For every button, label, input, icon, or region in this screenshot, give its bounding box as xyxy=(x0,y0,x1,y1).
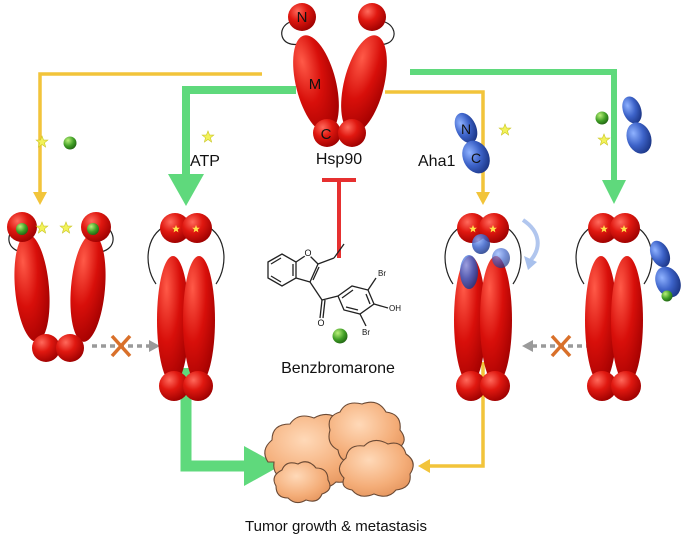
green-arrowhead-left xyxy=(168,174,204,206)
aha1-c-label: C xyxy=(471,150,481,166)
aha1-cochaperone: N C xyxy=(454,112,490,174)
atp-star-icon xyxy=(201,130,215,143)
aha1-n-label: N xyxy=(461,121,471,137)
green-arrow-to-tumor xyxy=(180,368,248,472)
atp-label: ATP xyxy=(190,153,220,170)
blocked-transition-right xyxy=(522,334,588,358)
atp-star-icon xyxy=(597,133,611,146)
aha1-label: Aha1 xyxy=(418,153,455,170)
inhibitor-sphere-icon xyxy=(87,223,99,235)
inhibitor-sphere-icon xyxy=(16,223,28,235)
benzbromarone-label: Benzbromarone xyxy=(281,360,395,377)
hsp90-aha1-closed-dimer xyxy=(444,212,540,402)
inhibitor-sphere-icon xyxy=(595,111,609,125)
atp-star-icon xyxy=(498,123,512,136)
domain-n-label: N xyxy=(297,9,308,26)
domain-c-label: C xyxy=(321,126,332,143)
benzbromarone-atom-labels: O O O Br OH Br xyxy=(303,247,401,338)
tumor-cluster-icon xyxy=(264,401,414,504)
yellow-arrowhead-right xyxy=(476,192,490,205)
hsp90-inhibited-dimer xyxy=(7,212,114,362)
hsp90-open-dimer: N M C xyxy=(281,3,395,147)
inhibitor-sphere-icon xyxy=(63,136,77,150)
yellow-arrowhead-left xyxy=(33,192,47,205)
domain-m-label: M xyxy=(309,76,322,93)
benzbromarone-sphere-icon xyxy=(332,328,348,344)
hsp90-aha1-inhibited-dimer xyxy=(575,212,653,402)
hsp90-label: Hsp90 xyxy=(316,151,362,168)
aha1-free-icon xyxy=(622,96,652,154)
yellow-arrow-to-tumor xyxy=(428,362,485,468)
green-arrowhead-tumor xyxy=(244,446,280,486)
aha1-displaced-icon xyxy=(649,240,681,302)
atom-o-ketone: O xyxy=(317,318,324,328)
benzbromarone-structure xyxy=(267,243,389,327)
atom-o-furan: O xyxy=(304,248,311,258)
inhibition-marker xyxy=(322,178,356,258)
yellow-arrow-left xyxy=(38,72,262,195)
blocked-transition-left xyxy=(92,334,160,358)
atp-star-icon xyxy=(35,135,49,148)
yellow-arrowhead-tumor xyxy=(418,459,430,473)
atom-o-furan-text: O xyxy=(304,248,311,258)
green-arrow-right xyxy=(410,69,617,185)
atom-br-top: Br xyxy=(378,269,386,278)
green-arrowhead-right xyxy=(602,180,626,204)
atom-br-bottom: Br xyxy=(362,328,370,337)
tumor-label: Tumor growth & metastasis xyxy=(245,518,427,535)
green-arrow-left xyxy=(182,86,296,180)
atom-oh: OH xyxy=(389,304,401,313)
